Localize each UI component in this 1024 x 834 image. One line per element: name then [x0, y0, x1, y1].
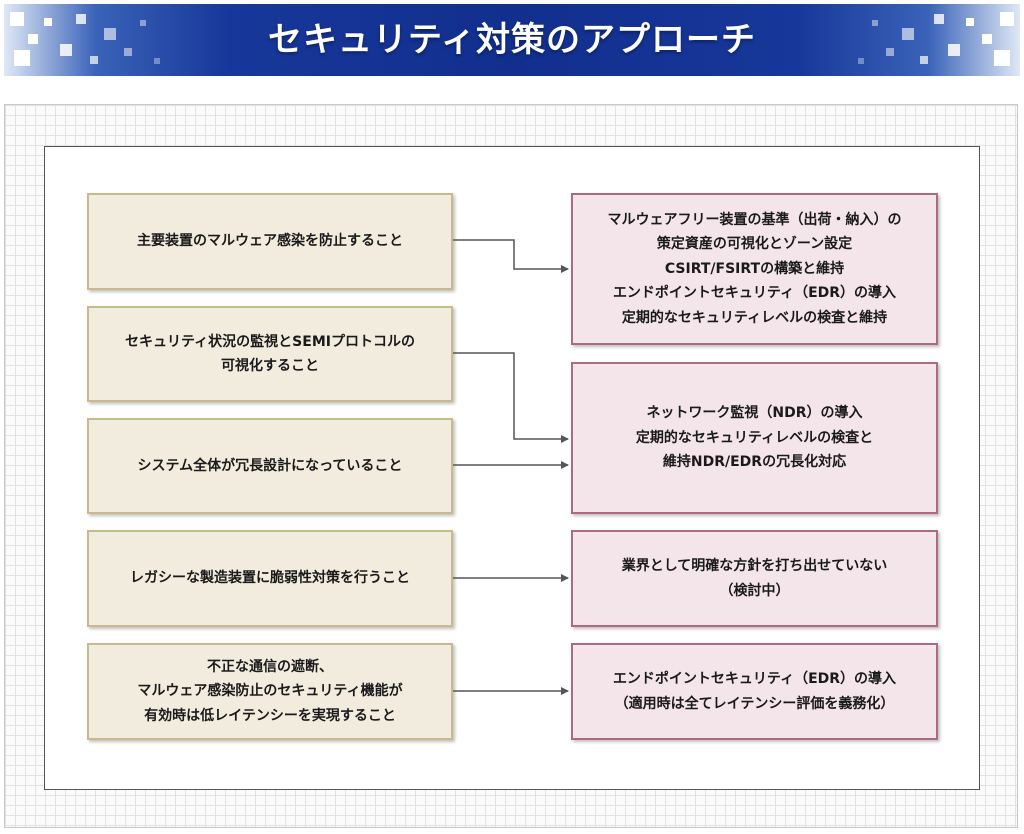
requirement-box-4: レガシーな製造装置に脆弱性対策を行うこと [87, 530, 453, 627]
decor-block [966, 18, 974, 26]
decor-block [60, 44, 72, 56]
decor-block [10, 12, 24, 26]
solution-box-1: マルウェアフリー装置の基準（出荷・納入）の 策定資産の可視化とゾーン設定 CSI… [571, 193, 938, 345]
decor-block [934, 14, 944, 24]
requirement-box-2: セキュリティ状況の監視とSEMIプロトコルの 可視化すること [87, 306, 453, 402]
decor-block [124, 48, 132, 56]
solution-line: 業界として明確な方針を打ち出せていない [621, 558, 888, 574]
decor-block [154, 58, 160, 64]
requirement-line: レガシーな製造装置に脆弱性対策を行うこと [130, 570, 410, 587]
requirement-box-1: 主要装置のマルウェア感染を防止すること [87, 193, 453, 290]
solution-line: CSIRT/FSIRTの構築と維持 [664, 260, 845, 277]
solution-box-2: ネットワーク監視（NDR）の導入 定期的なセキュリティレベルの検査と 維持NDR… [571, 362, 938, 514]
page-title: セキュリティ対策のアプローチ [268, 20, 756, 60]
solution-line: エンドポイントセキュリティ（EDR）の導入 [612, 285, 897, 302]
solution-line: 維持NDR/EDRの冗長化対応 [662, 454, 847, 471]
solution-line: 定期的なセキュリティレベルの検査と [635, 429, 874, 446]
decor-block [90, 56, 98, 64]
decor-block [140, 20, 146, 26]
decor-block [28, 34, 38, 44]
decor-block [76, 14, 86, 24]
decor-block [948, 44, 960, 56]
solution-line: ネットワーク監視（NDR）の導入 [646, 405, 863, 422]
requirement-line: 主要装置のマルウェア感染を防止すること [137, 233, 403, 250]
requirement-line: 不正な通信の遮断、 [207, 658, 333, 675]
decor-block [104, 28, 116, 40]
decor-block [858, 58, 864, 64]
decor-block [920, 56, 928, 64]
decor-block [982, 34, 992, 44]
decor-block [886, 48, 894, 56]
decor-block [44, 18, 52, 26]
requirement-line: セキュリティ状況の監視とSEMIプロトコルの [125, 333, 415, 350]
requirement-box-3: システム全体が冗長設計になっていること [87, 418, 453, 514]
solution-line: （検討中） [719, 582, 790, 599]
solution-line: （適用時は全てレイテンシー評価を義務化） [614, 695, 895, 712]
decor-block [902, 28, 914, 40]
solution-line: 定期的なセキュリティレベルの検査と維持 [621, 309, 888, 326]
requirement-line: システム全体が冗長設計になっていること [137, 457, 403, 474]
solution-line: マルウェアフリー装置の基準（出荷・納入）の [607, 211, 902, 228]
solution-line: 策定資産の可視化とゾーン設定 [656, 236, 853, 253]
decor-block [872, 20, 878, 26]
requirement-line: 有効時は低レイテンシーを実現すること [144, 707, 396, 724]
decor-block [1000, 12, 1014, 26]
title-banner: セキュリティ対策のアプローチ [4, 4, 1020, 76]
requirement-box-5: 不正な通信の遮断、 マルウェア感染防止のセキュリティ機能が 有効時は低レイテンシ… [87, 643, 453, 740]
solution-box-4: エンドポイントセキュリティ（EDR）の導入 （適用時は全てレイテンシー評価を義務… [571, 643, 938, 740]
decor-block [994, 50, 1010, 66]
solution-box-3: 業界として明確な方針を打ち出せていない （検討中） [571, 530, 938, 627]
requirement-line: 可視化すること [221, 358, 319, 374]
decor-block [14, 50, 30, 66]
requirement-line: マルウェア感染防止のセキュリティ機能が [137, 683, 403, 700]
solution-line: エンドポイントセキュリティ（EDR）の導入 [612, 671, 897, 687]
